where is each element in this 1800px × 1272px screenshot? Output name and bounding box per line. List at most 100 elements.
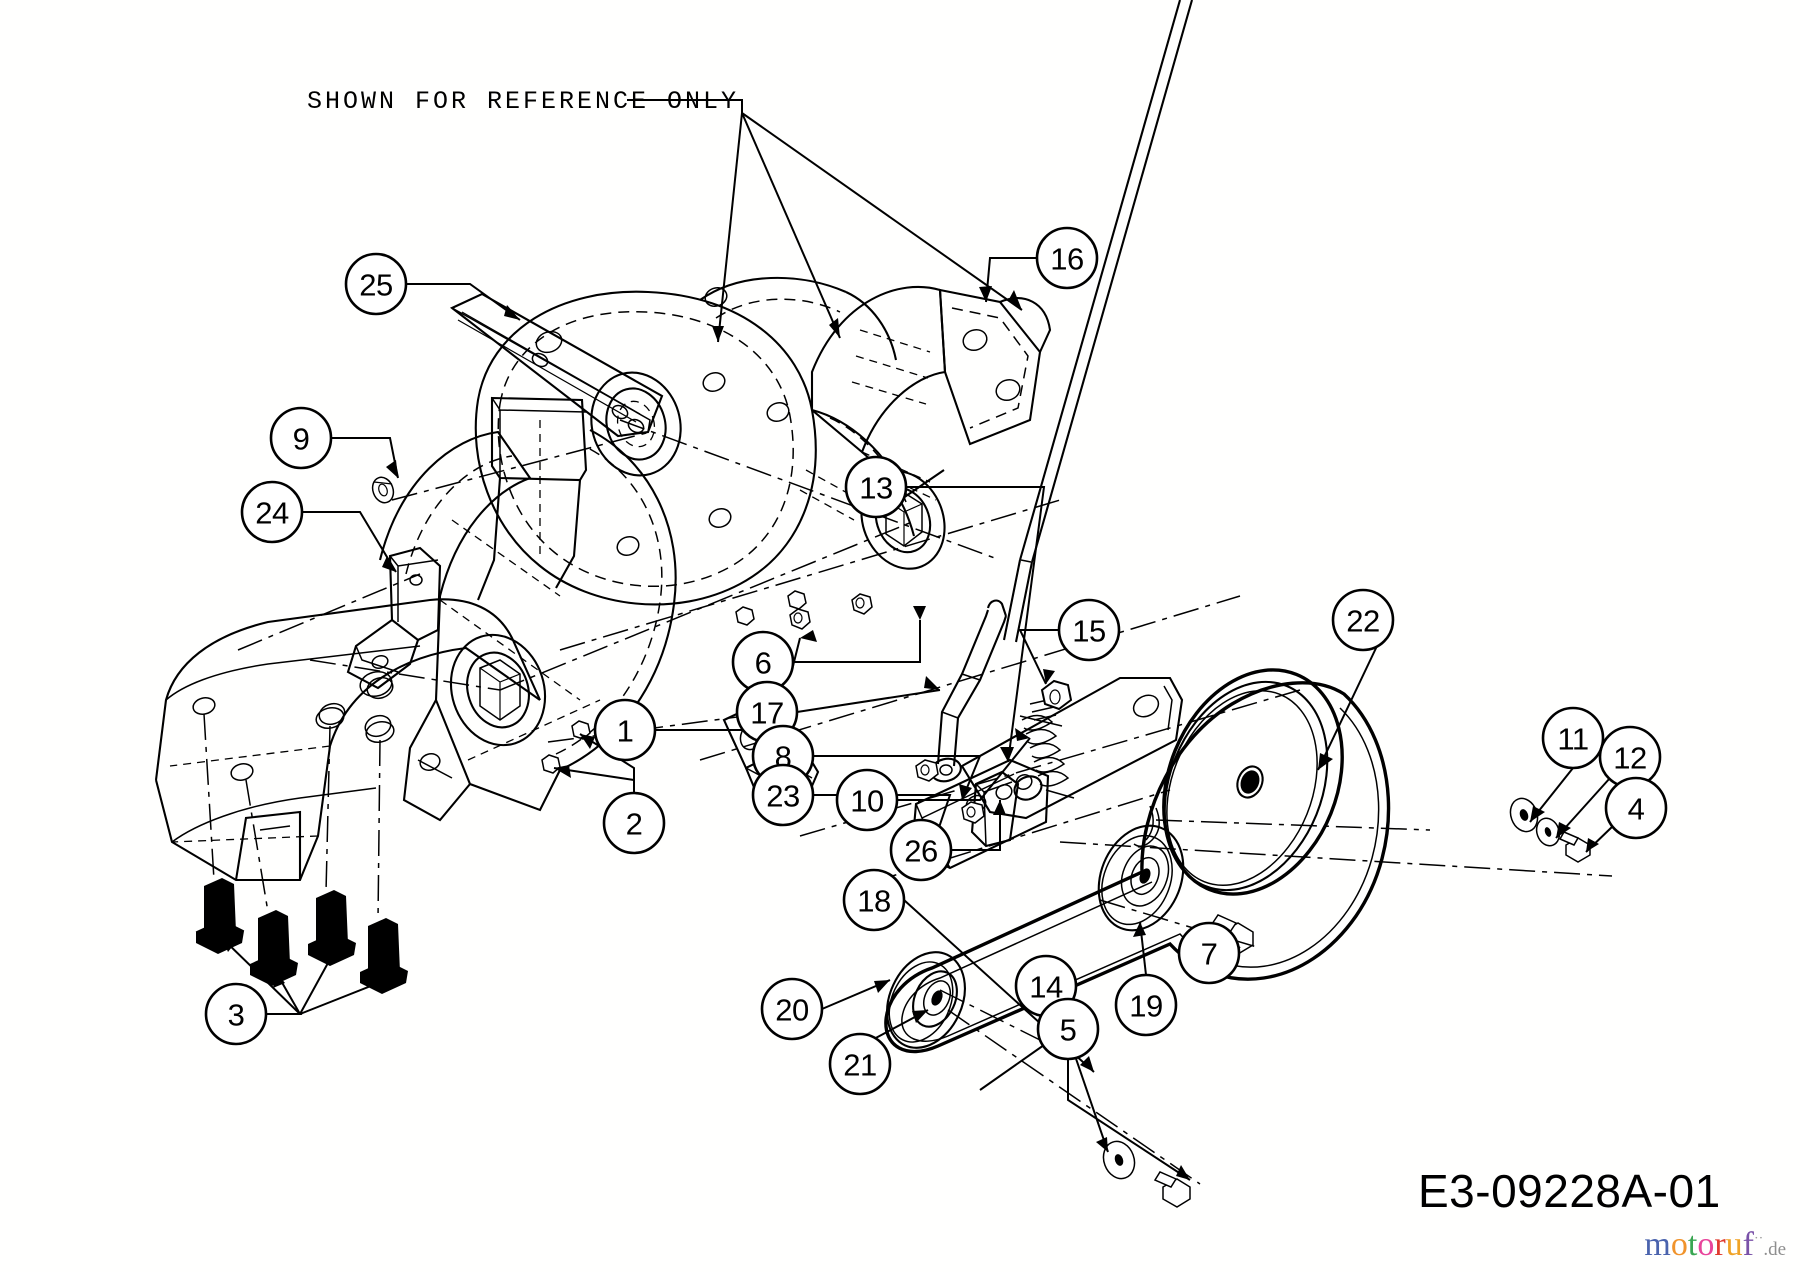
callout-4[interactable]: 4 [1604, 776, 1668, 840]
callout-circle-7 [1177, 921, 1241, 985]
arrow-4 [1586, 838, 1599, 852]
watermark-tick: ·· [1753, 1231, 1764, 1247]
callout-circle-16 [1035, 226, 1099, 290]
callout-20[interactable]: 20 [760, 977, 824, 1041]
callout-16[interactable]: 16 [1035, 226, 1099, 290]
callout-number-11: 11 [1557, 722, 1588, 757]
callout-2[interactable]: 2 [602, 791, 666, 855]
arrow-2b [554, 765, 571, 778]
callout-number-16: 16 [1050, 242, 1083, 277]
reference-note-leader-2 [741, 112, 841, 339]
chain-case-side-plate [318, 429, 677, 822]
frame-bracket [477, 396, 588, 601]
callout-1[interactable]: 1 [593, 698, 657, 762]
callout-26[interactable]: 26 [889, 818, 953, 882]
carriage-bolt-b [250, 910, 298, 986]
carriage-bolt-a [195, 878, 245, 954]
nut-6a [789, 608, 811, 630]
callout-24[interactable]: 24 [240, 480, 304, 544]
callout-23[interactable]: 23 [751, 763, 815, 827]
transmission-housing-reference [474, 276, 1052, 606]
callout-11[interactable]: 11 [1541, 706, 1605, 770]
reference-note-leader-stem [627, 99, 743, 113]
arrow-19 [1133, 922, 1146, 937]
callout-15[interactable]: 15 [1057, 598, 1121, 662]
callout-circle-26 [889, 818, 953, 882]
callout-number-15: 15 [1072, 614, 1105, 649]
callout-number-5: 5 [1060, 1013, 1077, 1048]
callout-circle-10 [835, 768, 899, 832]
callout-5[interactable]: 5 [1036, 997, 1100, 1061]
callout-number-14: 14 [1029, 970, 1063, 1005]
callout-number-18: 18 [857, 884, 890, 919]
callout-circle-18 [842, 868, 906, 932]
callout-number-4: 4 [1628, 792, 1645, 827]
watermark-suffix: .de [1763, 1239, 1786, 1260]
callout-13[interactable]: 13 [844, 455, 908, 519]
arrow-16 [979, 286, 992, 302]
callout-circle-15 [1057, 598, 1121, 662]
nut-6d [787, 590, 807, 610]
callout-circle-3 [204, 982, 268, 1046]
callout-number-22: 22 [1346, 604, 1379, 639]
large-pulley [1162, 668, 1344, 896]
arrow-12 [1556, 822, 1571, 838]
callout-3[interactable]: 3 [204, 982, 268, 1046]
callout-7[interactable]: 7 [1177, 921, 1241, 985]
drawing-number: E3-09228A-01 [1418, 1165, 1721, 1217]
arrow-17 [924, 676, 940, 690]
watermark-letter-1: o [1670, 1226, 1688, 1263]
arrow-6b [800, 630, 817, 642]
callout-circle-11 [1541, 706, 1605, 770]
callout-number-12: 12 [1613, 741, 1646, 776]
callout-number-26: 26 [904, 834, 937, 869]
engine-pulley [886, 951, 966, 1049]
nut-17 [915, 759, 939, 782]
carriage-bolt-d [360, 918, 408, 994]
callout-number-17: 17 [750, 696, 783, 731]
arrow-6a [913, 606, 926, 620]
fastener-group-small [371, 476, 1591, 1208]
arrow-25 [504, 305, 520, 320]
arrow-3d [371, 970, 386, 983]
callout-10[interactable]: 10 [835, 768, 899, 832]
washer-11 [1509, 797, 1539, 833]
callout-9[interactable]: 9 [269, 406, 333, 470]
callout-number-10: 10 [850, 784, 884, 819]
callout-number-24: 24 [255, 496, 289, 531]
callout-12[interactable]: 12 [1598, 725, 1662, 789]
reference-arrow-1 [712, 326, 724, 342]
watermark-letter-3: o [1697, 1226, 1715, 1263]
washer-14 [1102, 1140, 1136, 1180]
callout-19[interactable]: 19 [1114, 973, 1178, 1037]
callout-circle-5 [1036, 997, 1100, 1061]
callout-21[interactable]: 21 [828, 1032, 892, 1096]
arrow-10 [1015, 728, 1030, 741]
callout-25[interactable]: 25 [344, 252, 408, 316]
arrow-26 [993, 800, 1006, 815]
watermark-letter-2: t [1687, 1226, 1698, 1263]
arrow-3c [320, 952, 334, 966]
watermark-letter-5: u [1725, 1226, 1743, 1263]
callout-18[interactable]: 18 [842, 868, 906, 932]
arrow-8 [959, 784, 972, 800]
callout-number-19: 19 [1129, 989, 1162, 1024]
callout-number-13: 13 [859, 471, 892, 506]
callout-number-21: 21 [843, 1048, 876, 1083]
tine-shield-hood [154, 598, 541, 882]
nut-6c [735, 606, 755, 626]
arrow-15 [1043, 669, 1055, 684]
callout-circle-9 [269, 406, 333, 470]
callout-circle-13 [844, 455, 908, 519]
watermark-letter-4: r [1714, 1226, 1726, 1263]
callout-22[interactable]: 22 [1331, 588, 1395, 652]
arrow-22 [1318, 753, 1333, 770]
arrow-2a [580, 734, 595, 749]
belt-and-pulleys [884, 668, 1613, 1185]
callout-circle-22 [1331, 588, 1395, 652]
callout-circle-20 [760, 977, 824, 1041]
arrow-3a [222, 938, 236, 952]
reference-arrow-3 [1008, 290, 1022, 310]
